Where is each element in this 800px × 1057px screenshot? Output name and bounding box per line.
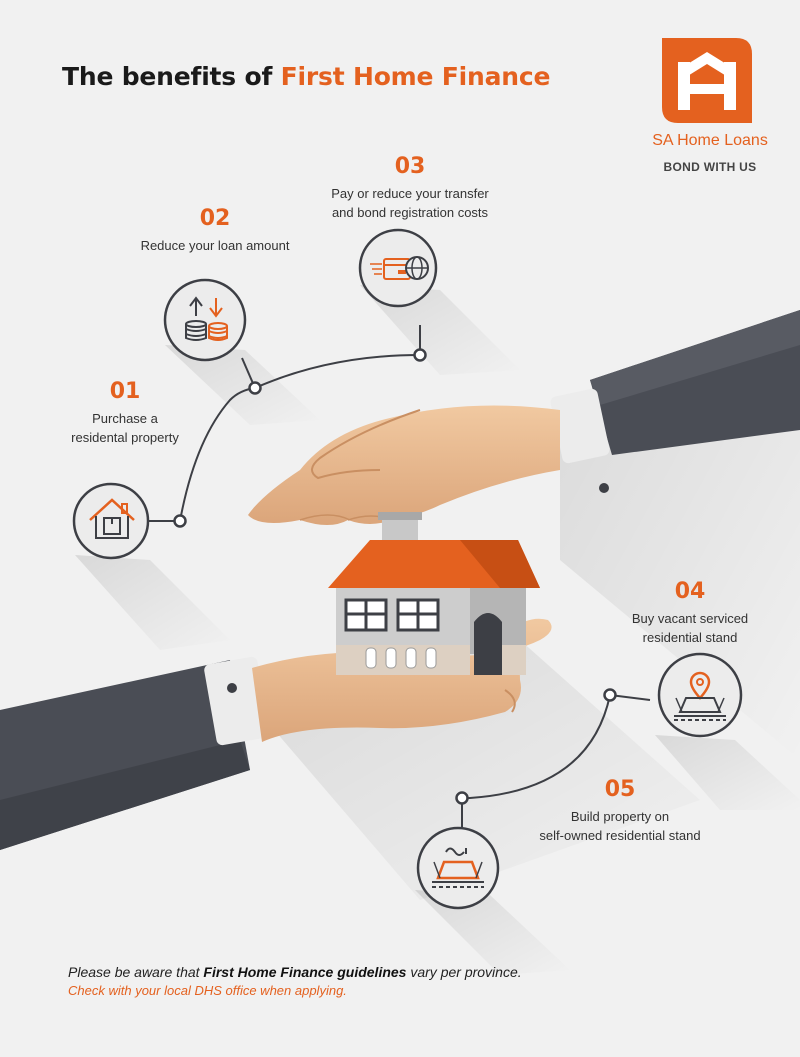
connector-dots [173, 348, 617, 805]
footnote-prefix: Please be aware that [68, 964, 200, 980]
step-line: Buy vacant serviced [631, 611, 749, 627]
footnote-emphasis: First Home Finance guidelines [203, 964, 407, 980]
step-line: Pay or reduce your transfer [331, 186, 489, 202]
house-box-icon [89, 498, 135, 539]
house-illustration [328, 512, 540, 675]
location-pin-stand-icon [674, 671, 726, 721]
card-globe-icon [370, 256, 429, 280]
step-description: Reduce your loan amount [110, 237, 320, 256]
step-description: Build property on self-owned residential… [520, 808, 720, 846]
step-line: self-owned residential stand [539, 828, 701, 844]
footnote-line2: Check with your local DHS office when ap… [68, 983, 347, 999]
step-01: 01 Purchase a residental property [40, 379, 210, 448]
step-line: residential stand [642, 630, 738, 646]
lower-hand [0, 618, 552, 850]
brand-tagline: BOND WITH US [663, 160, 757, 174]
title-prefix: The benefits of [62, 62, 273, 91]
step-description: Pay or reduce your transfer and bond reg… [308, 185, 512, 223]
footnote: Please be aware that First Home Finance … [68, 962, 768, 1001]
step-description: Buy vacant serviced residential stand [600, 610, 780, 648]
step-number: 05 [604, 777, 636, 802]
footnote-suffix: vary per province. [410, 964, 522, 980]
step-line: Build property on [570, 809, 670, 825]
title-highlight: First Home Finance [280, 62, 551, 91]
upper-hand [248, 310, 800, 525]
step-line: residental property [71, 430, 179, 446]
step-03: 03 Pay or reduce your transfer and bond … [308, 154, 512, 223]
step-05: 05 Build property on self-owned resident… [520, 777, 720, 846]
step-line: Reduce your loan amount [140, 238, 290, 254]
step-number: 03 [394, 154, 426, 179]
step-02: 02 Reduce your loan amount [110, 206, 320, 256]
step-number: 02 [199, 206, 231, 231]
step-04: 04 Buy vacant serviced residential stand [600, 579, 780, 648]
step-number: 04 [674, 579, 706, 604]
step-line: and bond registration costs [331, 205, 489, 221]
stand-construction-icon [432, 847, 484, 888]
brand-name: SA Home Loans [652, 132, 768, 149]
house-letter-h-icon [662, 38, 752, 123]
footnote-line1: Please be aware that First Home Finance … [68, 962, 768, 982]
page-title: The benefits of First Home Finance [62, 62, 550, 91]
step-line: Purchase a [92, 411, 158, 427]
coins-arrows-icon [185, 296, 228, 341]
step-description: Purchase a residental property [40, 410, 210, 448]
step-number: 01 [109, 379, 141, 404]
